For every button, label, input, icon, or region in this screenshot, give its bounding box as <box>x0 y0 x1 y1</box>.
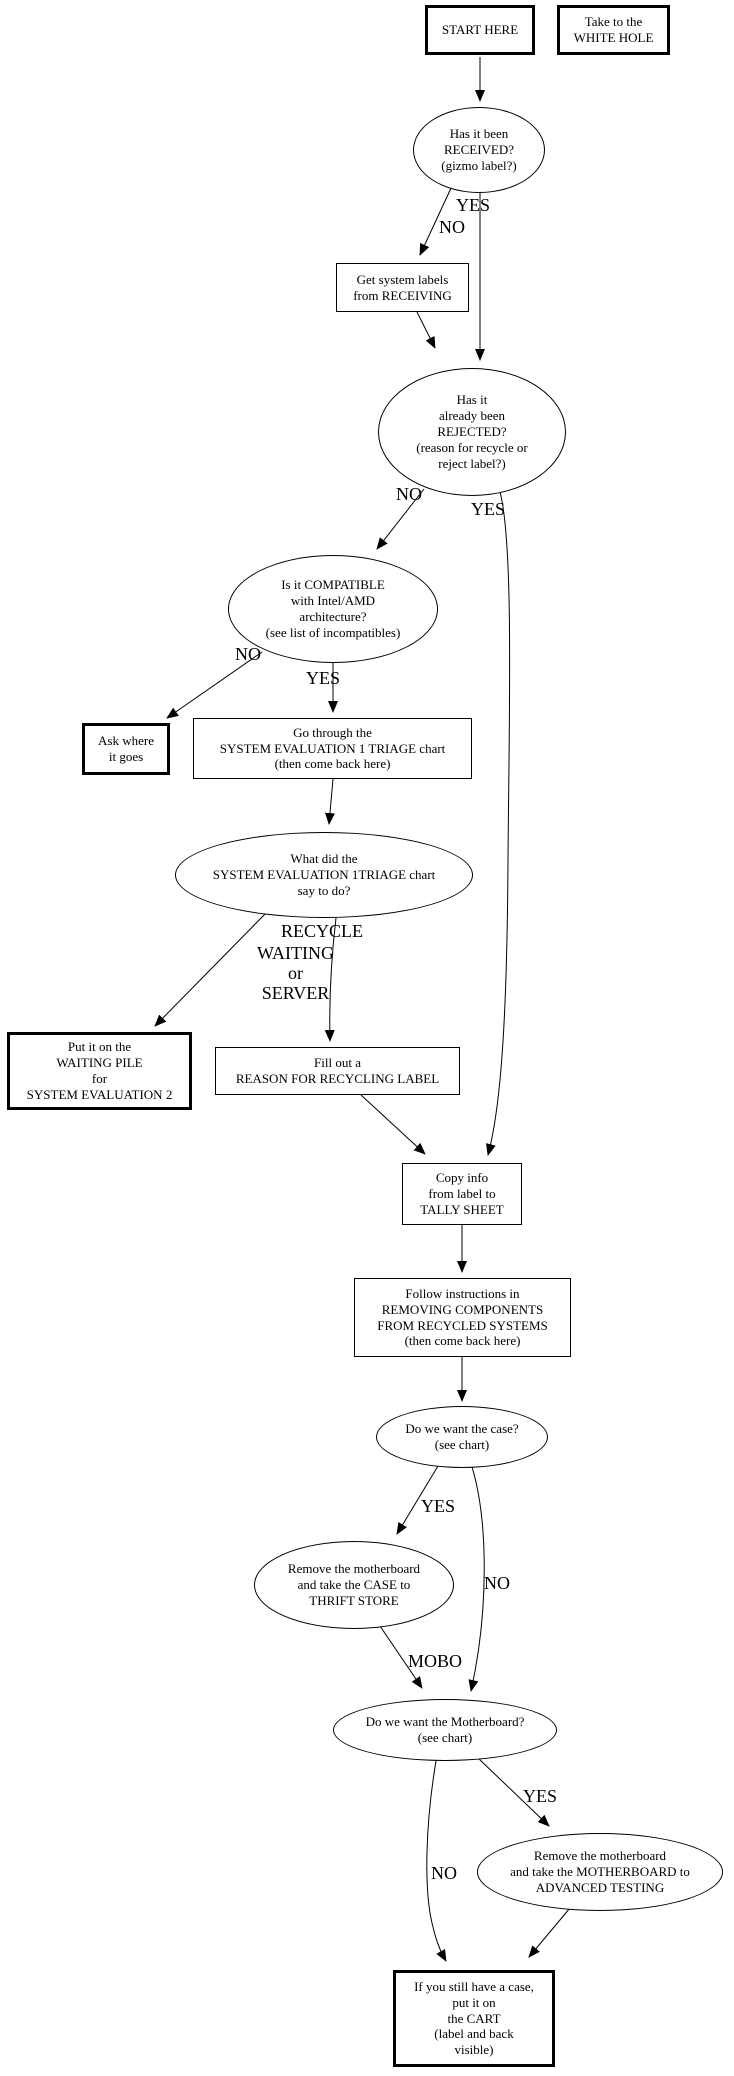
node-fill-out-recycling-label: Fill out a REASON FOR RECYCLING LABEL <box>215 1047 460 1095</box>
node-copy-info-tally-sheet: Copy info from label to TALLY SHEET <box>402 1163 522 1225</box>
node-do-we-want-case: Do we want the case? (see chart) <box>376 1406 548 1468</box>
node-start-here: START HERE <box>425 5 535 55</box>
edge-wantmobo-yes-to-advanced <box>477 1757 550 1827</box>
edge-rejected-no-to-compatible <box>376 488 425 550</box>
edge-label-triage-waiting-or-server: WAITING or SERVER <box>257 943 334 1003</box>
edge-thrift-mobo-to-wantmobo <box>379 1625 423 1689</box>
node-get-system-labels: Get system labels from RECEIVING <box>336 263 469 312</box>
edge-wantcase-yes-to-thrift <box>396 1465 439 1535</box>
edge-whatdid-waiting-to-waitingpile <box>154 910 269 1027</box>
node-is-it-compatible: Is it COMPATIBLE with Intel/AMD architec… <box>228 555 438 663</box>
node-what-did-triage-say: What did the SYSTEM EVALUATION 1TRIAGE c… <box>175 832 473 918</box>
edge-rejected-yes-to-copyinfo <box>485 491 511 1156</box>
node-motherboard-advanced-testing: Remove the motherboard and take the MOTH… <box>477 1833 723 1911</box>
edge-label-received-yes: YES <box>456 195 491 215</box>
edge-received-no-to-getlabels <box>419 185 453 256</box>
node-already-rejected: Has it already been REJECTED? (reason fo… <box>378 368 566 496</box>
node-do-we-want-motherboard: Do we want the Motherboard? (see chart) <box>333 1699 557 1761</box>
edge-wantcase-no-to-wantmobo <box>468 1466 485 1692</box>
edge-label-case-yes: YES <box>421 1496 456 1516</box>
node-waiting-pile: Put it on the WAITING PILE for SYSTEM EV… <box>7 1032 192 1110</box>
edge-label-compatible-yes: YES <box>306 668 341 688</box>
edge-gothrough-to-whatdid <box>324 778 335 825</box>
edge-label-case-mobo: MOBO <box>408 1651 463 1671</box>
node-case-to-thrift-store: Remove the motherboard and take the CASE… <box>254 1541 454 1629</box>
node-ask-where-it-goes: Ask where it goes <box>82 723 170 775</box>
edge-advanced-to-cart <box>528 1907 571 1958</box>
edge-fillout-to-copyinfo <box>360 1094 426 1155</box>
node-has-it-been-received: Has it been RECEIVED? (gizmo label?) <box>413 107 545 193</box>
edge-compatible-no-to-askwhere <box>166 651 263 719</box>
node-white-hole: Take to the WHITE HOLE <box>557 5 670 55</box>
edge-label-motherboard-no: NO <box>431 1863 457 1883</box>
edge-wantmobo-no-to-cart <box>426 1760 447 1962</box>
edge-whatdid-recycle-to-fillout <box>324 917 337 1042</box>
edge-label-case-no: NO <box>484 1573 510 1593</box>
edge-label-rejected-yes: YES <box>471 499 506 519</box>
node-follow-instructions: Follow instructions in REMOVING COMPONEN… <box>354 1278 571 1357</box>
edge-label-triage-recycle: RECYCLE <box>281 921 364 941</box>
node-go-through-triage: Go through the SYSTEM EVALUATION 1 TRIAG… <box>193 718 472 779</box>
node-case-on-cart: If you still have a case, put it on the … <box>393 1970 555 2067</box>
edge-label-rejected-no: NO <box>396 484 422 504</box>
edge-label-motherboard-yes: YES <box>523 1786 558 1806</box>
edge-label-received-no: NO <box>439 217 465 237</box>
edge-getlabels-to-rejected <box>416 311 436 349</box>
edge-label-compatible-no: NO <box>235 644 261 664</box>
